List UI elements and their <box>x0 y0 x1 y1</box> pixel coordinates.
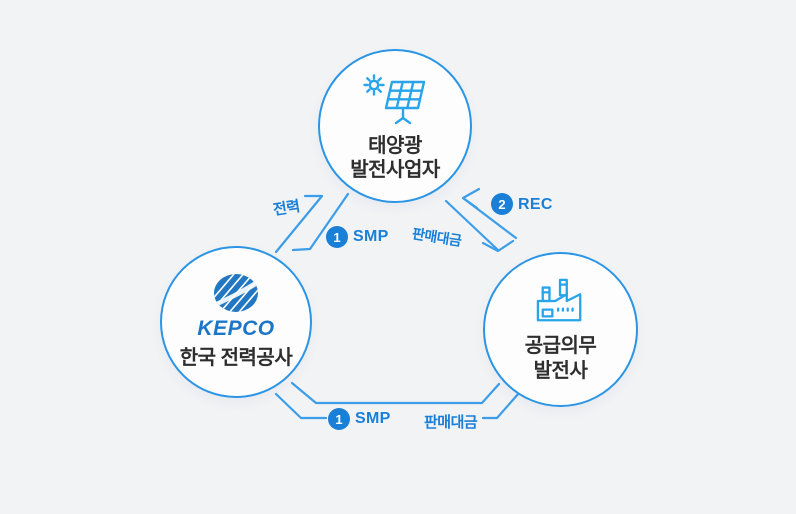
badge-1-smp-upper: 1 <box>326 226 348 248</box>
solar-title-line1: 태양광 <box>368 134 422 157</box>
kepco-wordmark: KEPCO <box>197 317 275 341</box>
kepco-node-title: 한국 전력공사 <box>179 347 293 370</box>
solar-node-title: 태양광 발전사업자 <box>350 134 440 183</box>
sun-icon <box>363 73 385 96</box>
node-obligated-generator: 공급의무 발전사 <box>483 252 638 407</box>
solar-panel-icon <box>362 70 428 128</box>
connector-solar-obligated <box>444 187 518 253</box>
connector-kepco-obligated <box>274 381 521 420</box>
obligated-node-title: 공급의무 발전사 <box>525 334 597 383</box>
connector-kepco-solar <box>274 192 350 254</box>
panel-grid <box>384 80 426 109</box>
factory-icon <box>532 276 590 326</box>
kepco-logo-icon <box>212 273 260 315</box>
badge-2-rec: 2 <box>491 193 513 215</box>
edge-label-smp-bottom: SMP <box>355 410 391 427</box>
edge-label-power: 전력 <box>271 198 301 219</box>
node-solar-producer: 태양광 발전사업자 <box>318 49 472 203</box>
edge-label-rec: REC <box>518 196 553 213</box>
obligated-title-line1: 공급의무 <box>524 335 597 358</box>
node-kepco: KEPCO 한국 전력공사 <box>160 246 312 398</box>
edge-label-payment-bottom: 판매대금 <box>424 414 478 431</box>
badge-1-smp-bottom: 1 <box>328 408 350 430</box>
obligated-title-line2: 발전사 <box>533 359 588 382</box>
edge-label-smp-upper: SMP <box>353 228 389 245</box>
solar-title-line2: 발전사업자 <box>350 159 440 181</box>
